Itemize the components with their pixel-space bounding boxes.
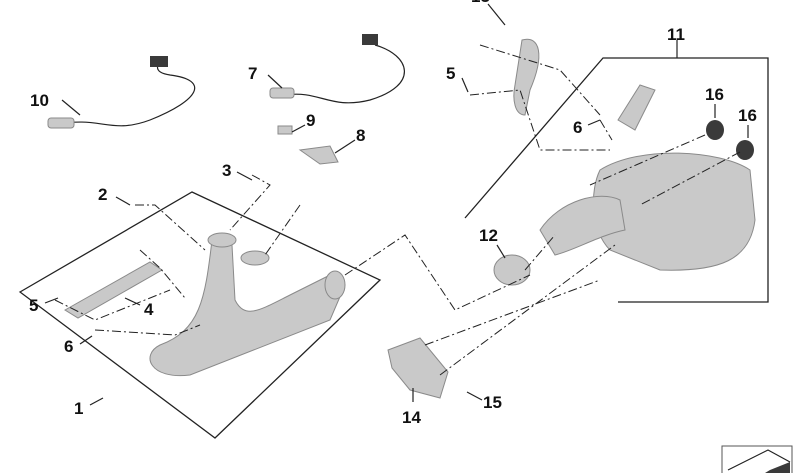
callout-16-b: 16 [738,106,757,125]
callout-10: 10 [30,91,49,110]
callout-5-left: 5 [29,296,38,315]
assembly-frame-right [464,57,769,303]
assembly-frame-left [18,191,382,439]
clamp-12 [493,254,531,286]
leader-lines [44,3,749,406]
heat-shield-13 [513,38,540,116]
callout-12: 12 [479,226,498,245]
oxygen-sensor-7 [269,34,405,104]
callout-11: 11 [667,25,685,44]
bracket-8-bolt-9 [277,125,339,165]
callout-1: 1 [74,399,83,418]
callout-4: 4 [144,300,154,319]
callout-8: 8 [356,126,365,145]
callout-2: 2 [98,185,107,204]
callout-14: 14 [402,408,421,427]
bracket-14 [387,337,449,399]
callout-6-right: 6 [573,118,582,137]
callout-16-a: 16 [705,85,724,104]
cover-plate-icon [721,445,793,473]
oxygen-sensor-10 [47,56,196,129]
callout-9: 9 [306,111,315,130]
callout-7: 7 [248,64,257,83]
muffler-11 [539,84,756,271]
callout-5-right: 5 [446,64,455,83]
callout-15: 15 [483,393,502,412]
assembly-lines [54,44,741,376]
callout-6-left: 6 [64,337,73,356]
callout-3: 3 [222,161,231,180]
exhaust-manifold-1 [149,232,346,377]
callout-13: 13 [471,0,490,6]
